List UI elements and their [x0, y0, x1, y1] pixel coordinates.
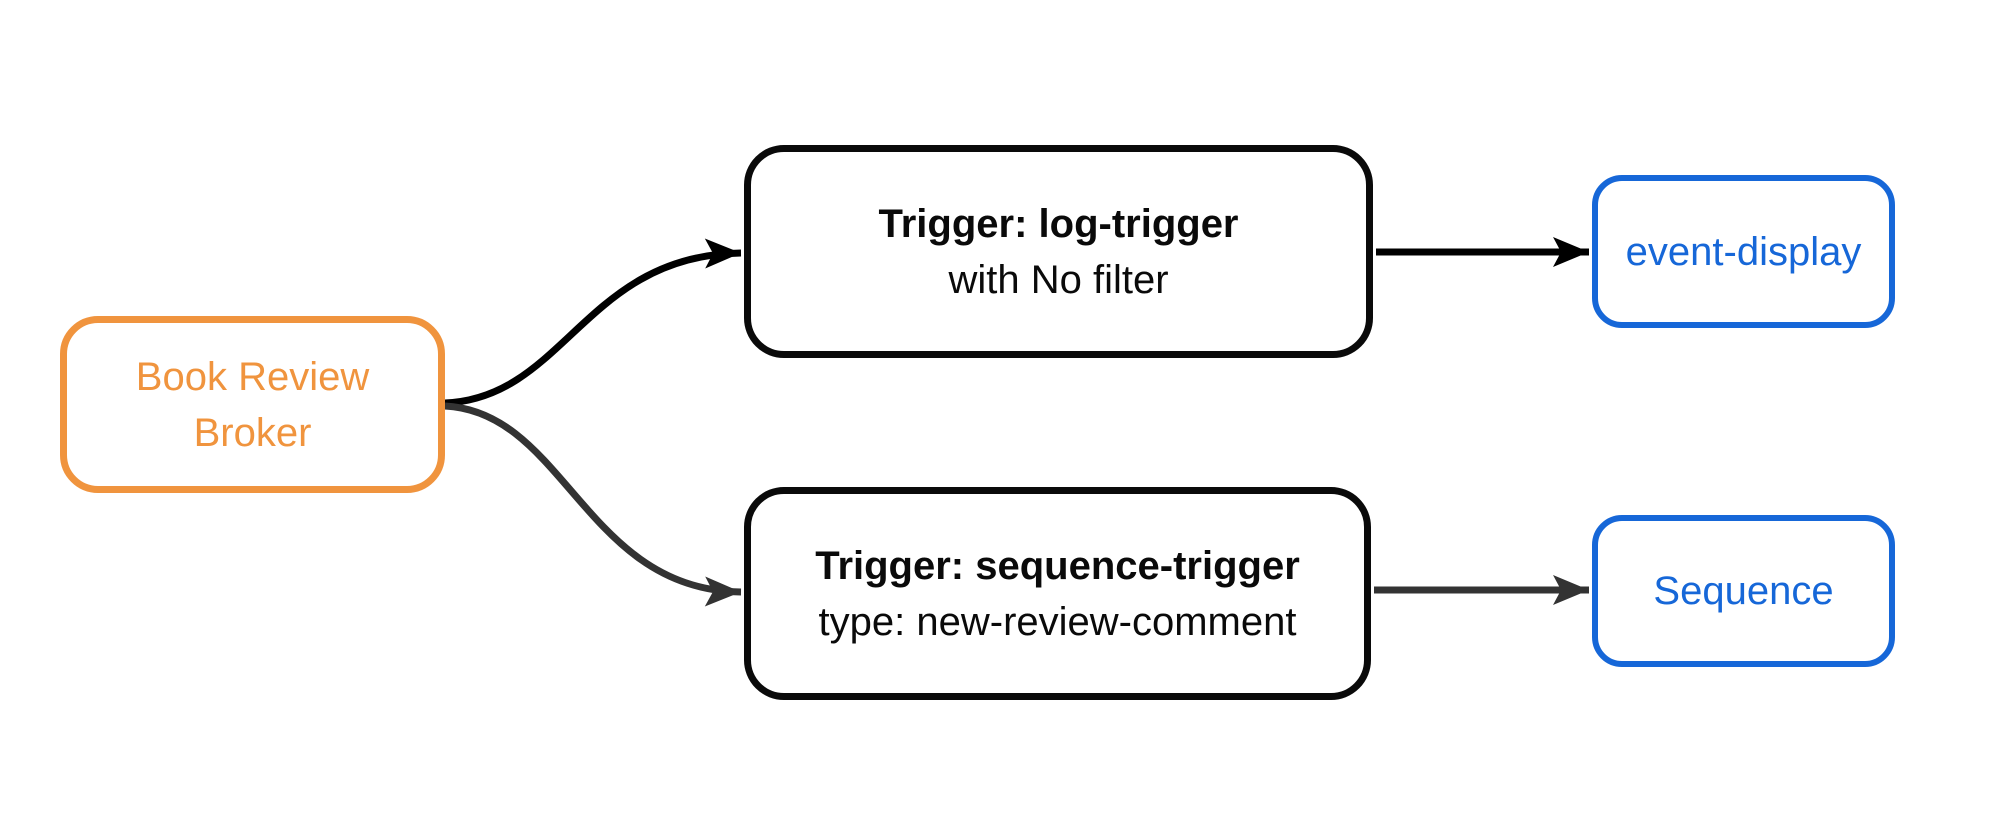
- log-trigger-subtitle: with No filter: [948, 257, 1169, 302]
- event-display-label: event-display: [1625, 229, 1862, 274]
- broker-label-line-1: Book Review: [135, 354, 370, 399]
- sequence-label: Sequence: [1653, 569, 1834, 613]
- node-book-review-broker: Book Review Broker: [60, 316, 445, 493]
- sequence-trigger-subtitle: type: new-review-comment: [818, 599, 1297, 644]
- node-sequence: Sequence: [1592, 515, 1895, 667]
- sequence-trigger-title: Trigger: sequence-trigger: [815, 543, 1300, 588]
- node-log-trigger: Trigger: log-trigger with No filter: [744, 145, 1373, 358]
- node-event-display: event-display: [1592, 175, 1895, 328]
- edge-broker-to-sequence-trigger: [444, 402, 742, 607]
- edge-broker-to-log-trigger: [444, 238, 742, 407]
- log-trigger-title: Trigger: log-trigger: [878, 201, 1239, 246]
- node-sequence-trigger: Trigger: sequence-trigger type: new-revi…: [744, 487, 1371, 700]
- broker-label-line-2: Broker: [193, 410, 312, 455]
